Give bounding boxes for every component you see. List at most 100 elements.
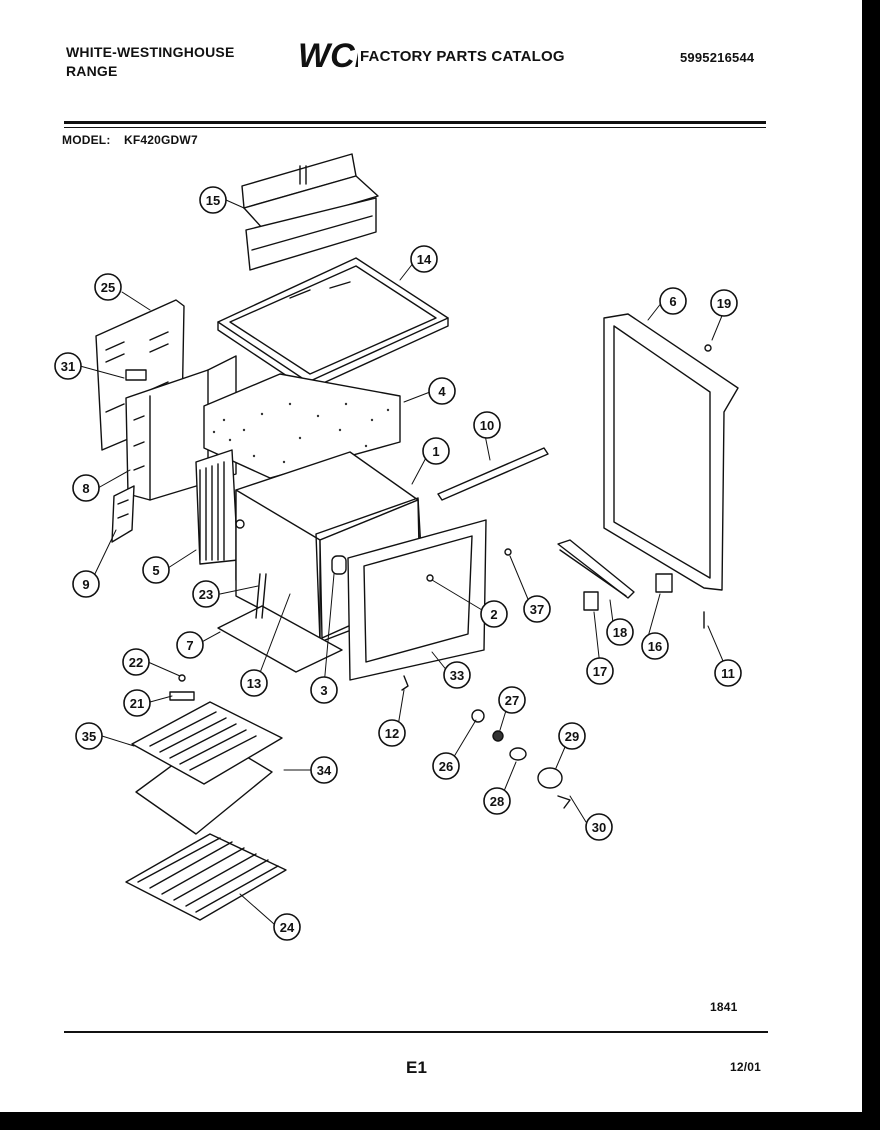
callout-25: 25 (94, 273, 122, 301)
svg-text:31: 31 (61, 359, 75, 374)
callout-29: 29 (558, 722, 586, 750)
callout-22: 22 (122, 648, 150, 676)
svg-text:34: 34 (317, 763, 332, 778)
svg-text:16: 16 (648, 639, 662, 654)
svg-text:11: 11 (721, 666, 735, 681)
part-side-insulation (195, 449, 239, 565)
svg-text:26: 26 (439, 759, 453, 774)
part-screw (704, 344, 712, 352)
part-top-frame (217, 257, 449, 391)
svg-text:15: 15 (206, 193, 220, 208)
callout-17: 17 (586, 657, 614, 685)
callout-30: 30 (585, 813, 613, 841)
svg-text:30: 30 (592, 820, 606, 835)
svg-text:4: 4 (438, 384, 446, 399)
svg-text:1: 1 (432, 444, 439, 459)
callout-23: 23 (192, 580, 220, 608)
part-knob-small (471, 709, 485, 723)
callout-31: 31 (54, 352, 82, 380)
part-block (583, 591, 599, 611)
svg-text:33: 33 (450, 668, 464, 683)
part-lever (169, 691, 195, 701)
part-switch (655, 573, 673, 593)
part-broiler-pan (131, 701, 283, 835)
svg-text:12: 12 (385, 726, 399, 741)
date-code: 12/01 (730, 1060, 762, 1074)
callout-12: 12 (378, 719, 406, 747)
callout-14: 14 (410, 245, 438, 273)
callout-24: 24 (273, 913, 301, 941)
callout-33: 33 (443, 661, 471, 689)
catalog-sheet: WHITE-WESTINGHOUSE RANGE WCI FACTORY PAR… (0, 0, 862, 1112)
part-hinge-rod (255, 573, 267, 619)
svg-text:17: 17 (593, 664, 607, 679)
callout-35: 35 (75, 722, 103, 750)
svg-text:14: 14 (417, 252, 432, 267)
callout-4: 4 (428, 377, 456, 405)
svg-text:13: 13 (247, 676, 261, 691)
part-nut (178, 674, 186, 682)
part-trim-strip (437, 447, 549, 501)
brand-name: WHITE-WESTINGHOUSE (66, 44, 235, 60)
svg-text:6: 6 (669, 294, 676, 309)
model-number: KF420GDW7 (124, 133, 198, 147)
svg-text:21: 21 (130, 696, 144, 711)
callout-1: 1 (422, 437, 450, 465)
callout-5: 5 (142, 556, 170, 584)
part-spring (401, 675, 409, 691)
part-right-side-panel (603, 313, 739, 591)
callout-15: 15 (199, 186, 227, 214)
svg-text:19: 19 (717, 296, 731, 311)
callout-28: 28 (483, 787, 511, 815)
catalog-title: FACTORY PARTS CATALOG (360, 48, 565, 65)
svg-text:23: 23 (199, 587, 213, 602)
catalog-number: 5995216544 (680, 50, 755, 65)
callouts: 15 14 25 31 6 19 4 10 1 8 9 5 23 2 37 18… (54, 186, 742, 941)
svg-text:28: 28 (490, 794, 504, 809)
svg-text:7: 7 (186, 638, 193, 653)
part-burner (331, 555, 347, 575)
part-control-knob (537, 767, 563, 789)
svg-text:3: 3 (320, 683, 327, 698)
callout-21: 21 (123, 689, 151, 717)
drawing-number: 1841 (710, 1000, 738, 1014)
svg-text:27: 27 (505, 693, 519, 708)
callout-16: 16 (641, 632, 669, 660)
callout-10: 10 (473, 411, 501, 439)
svg-text:22: 22 (129, 655, 143, 670)
footer-rule (64, 1031, 768, 1033)
part-rail (557, 539, 635, 599)
header-rule (64, 121, 766, 124)
wci-logo: WCI (298, 37, 358, 74)
callout-37: 37 (523, 595, 551, 623)
part-spring-clip (557, 795, 571, 809)
part-door-frame (347, 519, 487, 681)
svg-text:10: 10 (480, 418, 494, 433)
callout-27: 27 (498, 686, 526, 714)
callout-26: 26 (432, 752, 460, 780)
part-knob-cap (492, 730, 504, 742)
header-rule-thin (64, 127, 766, 128)
callout-11: 11 (714, 659, 742, 687)
callout-13: 13 (240, 669, 268, 697)
callout-3: 3 (310, 676, 338, 704)
page-code: E1 (406, 1058, 428, 1077)
svg-text:37: 37 (530, 602, 544, 617)
callout-18: 18 (606, 618, 634, 646)
part-knob-stem (509, 747, 527, 761)
svg-text:25: 25 (101, 280, 115, 295)
svg-text:18: 18 (613, 625, 627, 640)
svg-text:24: 24 (280, 920, 295, 935)
callout-2: 2 (480, 600, 508, 628)
part-clip (504, 548, 512, 556)
svg-text:WCI: WCI (298, 37, 358, 74)
part-bottom-panel (217, 605, 343, 673)
callout-19: 19 (710, 289, 738, 317)
exploded-parts-diagram: 15 14 25 31 6 19 4 10 1 8 9 5 23 2 37 18… (54, 153, 742, 941)
product-type: RANGE (66, 63, 118, 79)
part-oven-rack (125, 833, 287, 921)
callout-7: 7 (176, 631, 204, 659)
callout-6: 6 (659, 287, 687, 315)
part-bracket (111, 485, 135, 543)
